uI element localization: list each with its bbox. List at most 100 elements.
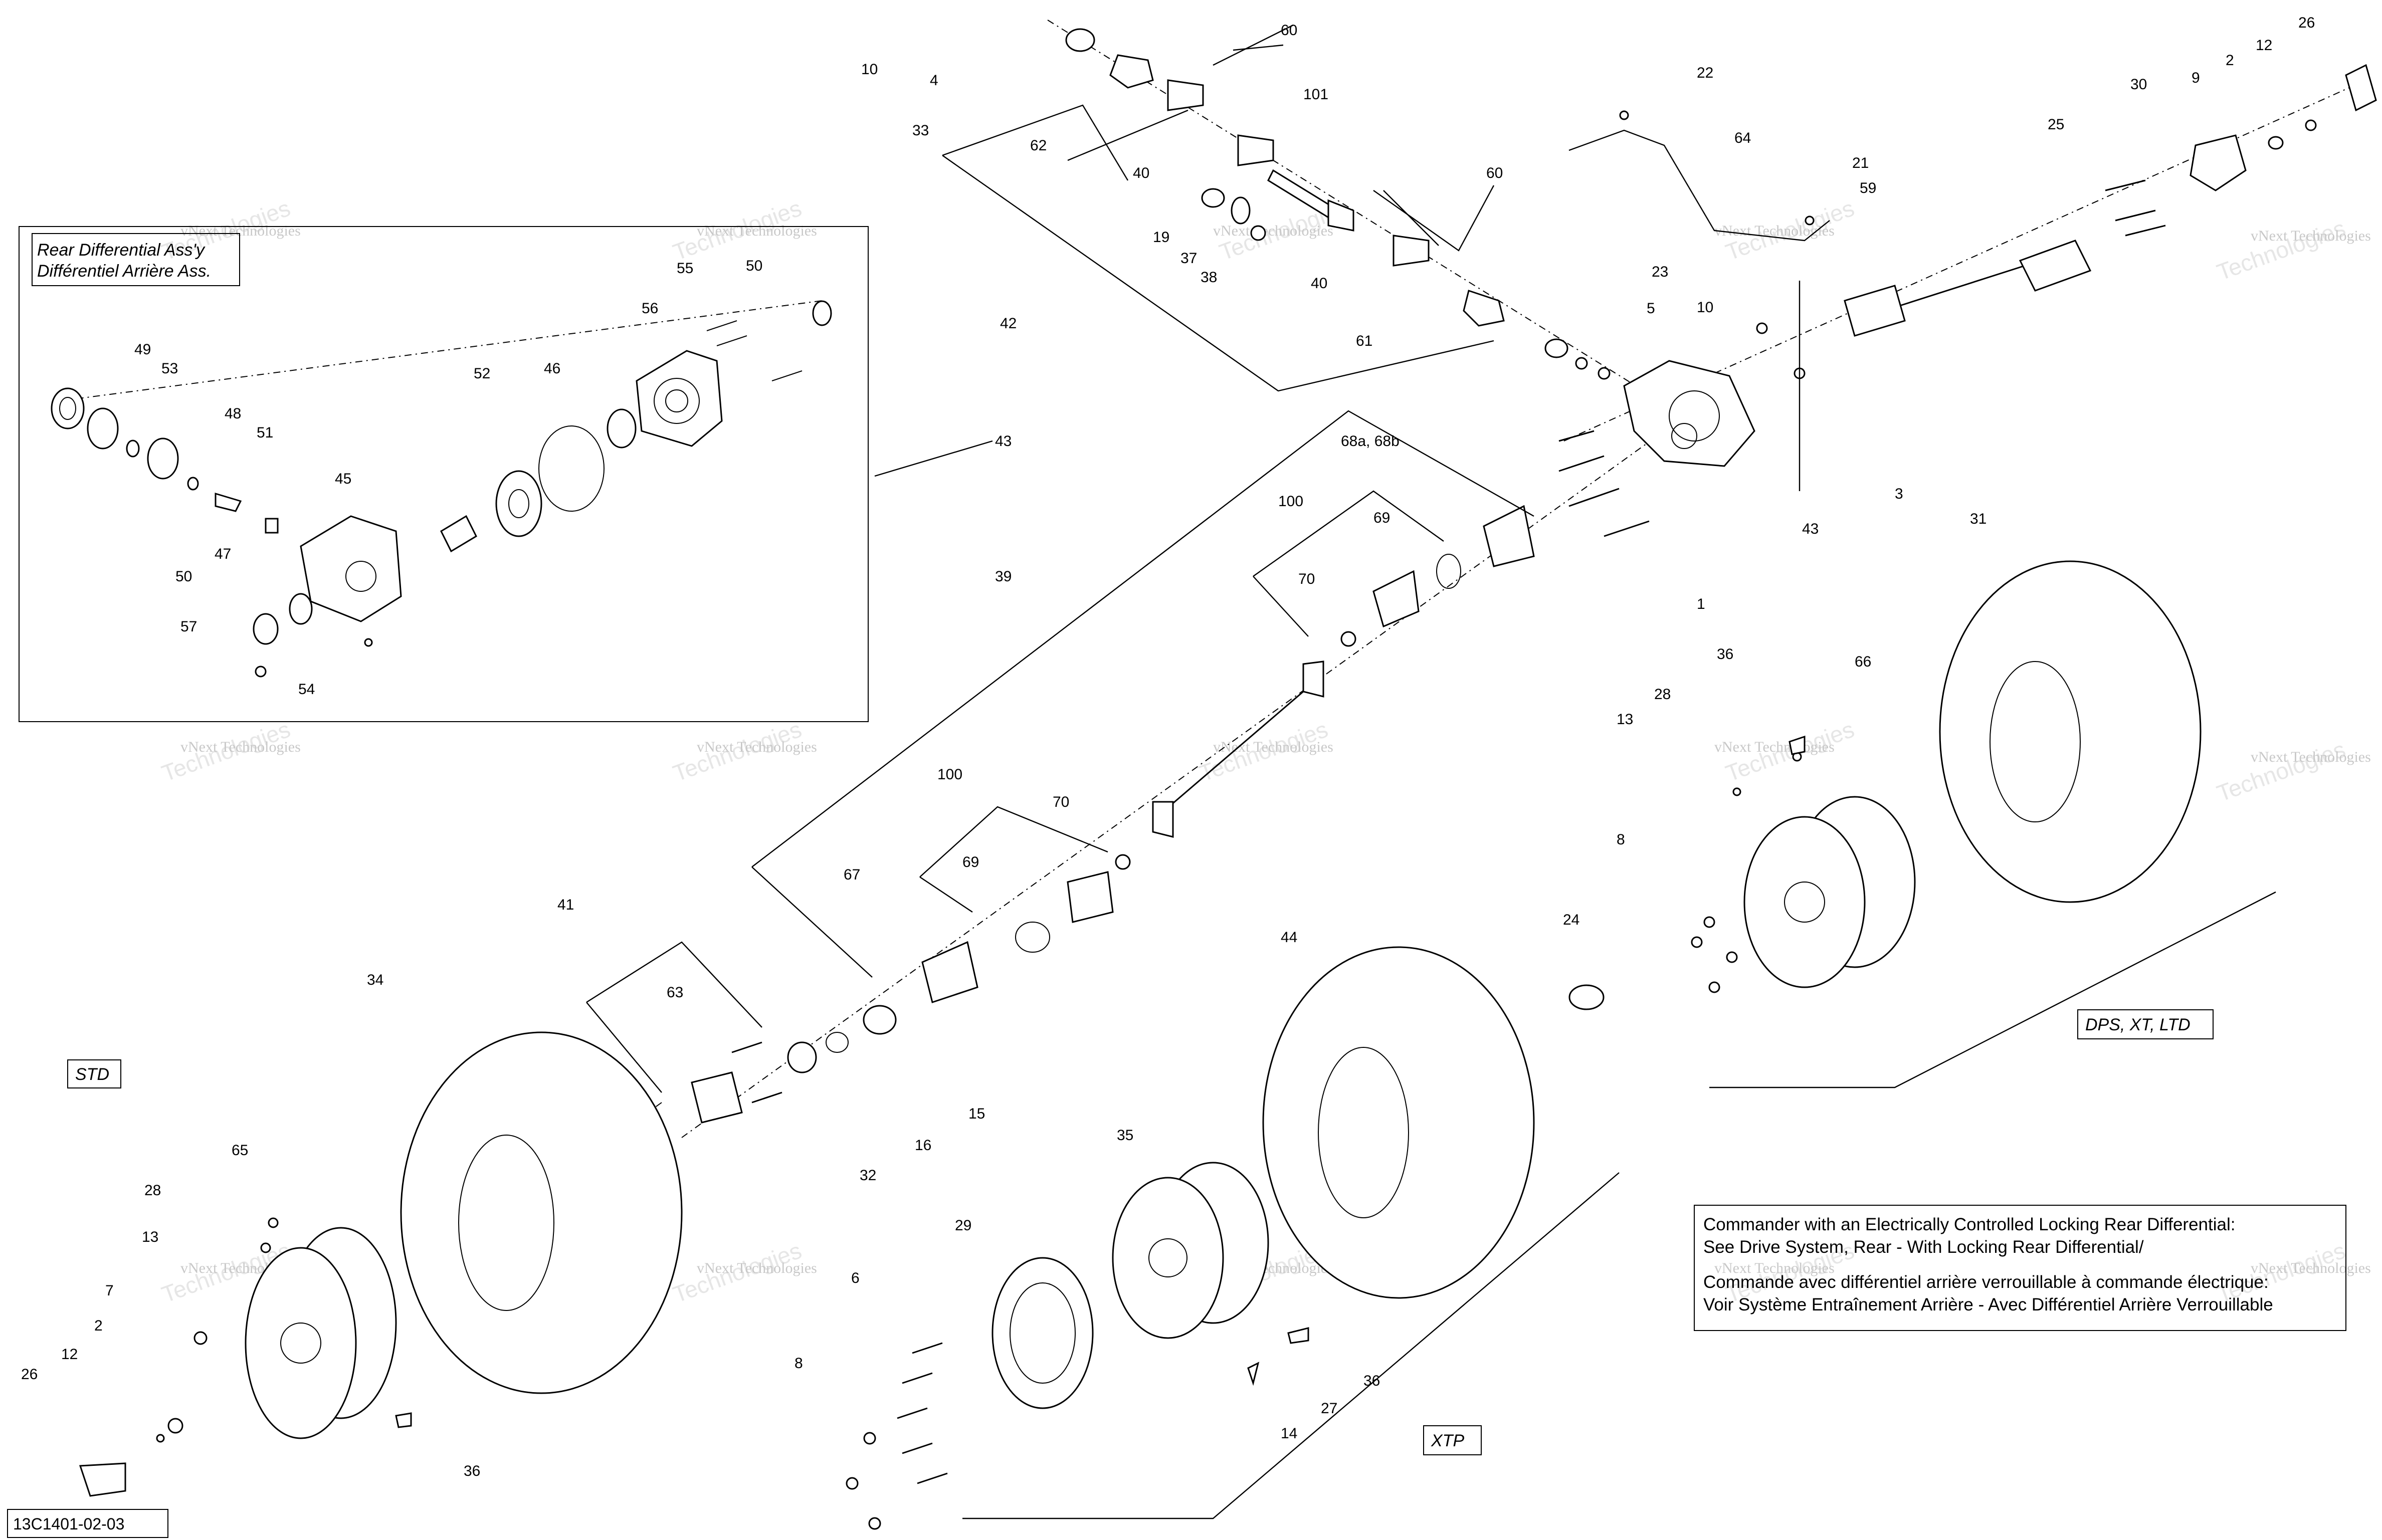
- callout-65: 65: [232, 1142, 248, 1159]
- callout-8: 8: [1617, 831, 1625, 848]
- drain-plug-part: [255, 666, 267, 678]
- tire-opening: [458, 1135, 554, 1311]
- seal-part: [87, 407, 119, 450]
- rim-face-part: [1743, 816, 1866, 988]
- note-frame: [1694, 1205, 2346, 1331]
- tire-part: [1939, 560, 2202, 903]
- bracket-line: [586, 1002, 662, 1093]
- rim-face-part: [245, 1247, 357, 1439]
- callout-26: 26: [21, 1366, 38, 1383]
- u-joint-part: [1167, 79, 1204, 111]
- bolt-part: [897, 1407, 928, 1419]
- watermark-text: vNext Technologies: [1714, 739, 1835, 755]
- boot-part: [1231, 196, 1251, 225]
- seal-part: [812, 300, 832, 326]
- valve-stem-part: [1732, 787, 1741, 796]
- o-ring-part: [187, 477, 199, 491]
- watermark-text: vNext Technologies: [1714, 223, 1835, 239]
- clamp-part: [1015, 922, 1050, 953]
- leader-lines: [586, 24, 2276, 1519]
- watermark-text: vNext Technologies: [1213, 223, 1333, 239]
- callout-25: 25: [2048, 116, 2064, 133]
- bracket-line: [942, 104, 1129, 181]
- rear-differential-inset: Rear Differential Ass'y Différentiel Arr…: [19, 226, 869, 722]
- callout-56: 56: [642, 300, 658, 317]
- watermark-text: Technologies: [2214, 215, 2349, 286]
- inset-title-box: [32, 233, 240, 286]
- bracket-line: [1383, 190, 1439, 246]
- bolt-part: [771, 370, 803, 381]
- rim-center: [1784, 882, 1825, 923]
- callout-21: 21: [1852, 155, 1869, 171]
- bracket-line: [942, 155, 1494, 392]
- rim-center: [1148, 1238, 1187, 1277]
- rim-center: [280, 1323, 321, 1364]
- callout-8: 8: [795, 1355, 803, 1372]
- watermark-text: vNext Technologies: [2251, 749, 2371, 765]
- valve-stem-part: [1247, 1362, 1260, 1386]
- watermark-text: vNext Technologies: [2251, 228, 2371, 244]
- xtp-wheel-group: [846, 946, 1535, 1530]
- left-axle-group: [691, 505, 1535, 1124]
- u-joint-part: [1393, 235, 1430, 267]
- inset-assembly-axis: [60, 300, 823, 401]
- o-ring-part: [538, 425, 605, 512]
- variant-labels: STD XTP DPS, XT, LTD: [67, 1009, 2214, 1455]
- callout-60: 60: [1486, 165, 1503, 181]
- callout-2: 2: [2226, 52, 2234, 69]
- callout-labels: 10 4 33 62 60 40 101 19 37 38 40 60 61 2…: [21, 15, 2315, 1479]
- callout-35: 35: [1117, 1127, 1133, 1144]
- cover-bore: [665, 389, 688, 412]
- washer-part: [156, 1434, 165, 1443]
- cv-joint-part: [921, 941, 978, 1003]
- callout-50: 50: [175, 568, 192, 585]
- callout-24: 24: [1563, 912, 1579, 928]
- cv-boot-part: [1067, 871, 1114, 923]
- callout-53: 53: [161, 360, 178, 377]
- shim-part: [126, 439, 140, 458]
- callout-66: 66: [1855, 653, 1871, 670]
- tire-opening: [1318, 1047, 1409, 1218]
- callout-4: 4: [930, 72, 938, 89]
- callout-38: 38: [1201, 269, 1217, 286]
- cover-boss: [654, 378, 700, 424]
- tire-opening: [1990, 661, 2081, 822]
- pin-part: [364, 638, 373, 647]
- stud-part: [751, 1091, 782, 1104]
- bearing-part: [147, 437, 179, 480]
- bolt-part: [912, 1342, 943, 1354]
- cv-joint-part: [1844, 285, 1906, 337]
- bracket-line: [1709, 891, 2276, 1088]
- diagram-code-box: [7, 1509, 168, 1538]
- bolt-part: [902, 1442, 933, 1454]
- stud-part: [2125, 225, 2166, 237]
- watermark-text: vNext Technologies: [2251, 1260, 2371, 1276]
- bearing-part: [607, 408, 637, 449]
- callout-100: 100: [1278, 493, 1303, 510]
- bracket-line: [919, 806, 1108, 877]
- weight-part: [395, 1412, 412, 1428]
- rear-differential-part: [1623, 360, 1755, 467]
- callout-44: 44: [1281, 929, 1297, 946]
- callout-3: 3: [1895, 486, 1903, 502]
- callout-45: 45: [335, 471, 351, 487]
- note-line: Commander with an Electrically Controlle…: [1703, 1215, 2235, 1234]
- hub-part: [691, 1071, 743, 1124]
- cv-joint-part: [1483, 505, 1535, 567]
- callout-31: 31: [1970, 511, 1987, 527]
- tire-part: [400, 1031, 683, 1394]
- variant-std-box: [67, 1059, 121, 1088]
- tube-fitting-part: [1619, 110, 1629, 120]
- callout-49: 49: [134, 341, 151, 358]
- callout-23: 23: [1652, 264, 1668, 280]
- callout-33: 33: [912, 122, 929, 139]
- callout-62: 62: [1030, 137, 1047, 154]
- bracket-line: [919, 876, 973, 913]
- callout-57: 57: [180, 618, 197, 635]
- callout-40: 40: [1311, 275, 1327, 292]
- callout-12: 12: [61, 1346, 78, 1363]
- callout-70: 70: [1298, 571, 1315, 587]
- callout-10: 10: [1697, 299, 1713, 316]
- inset-frame: [19, 226, 869, 722]
